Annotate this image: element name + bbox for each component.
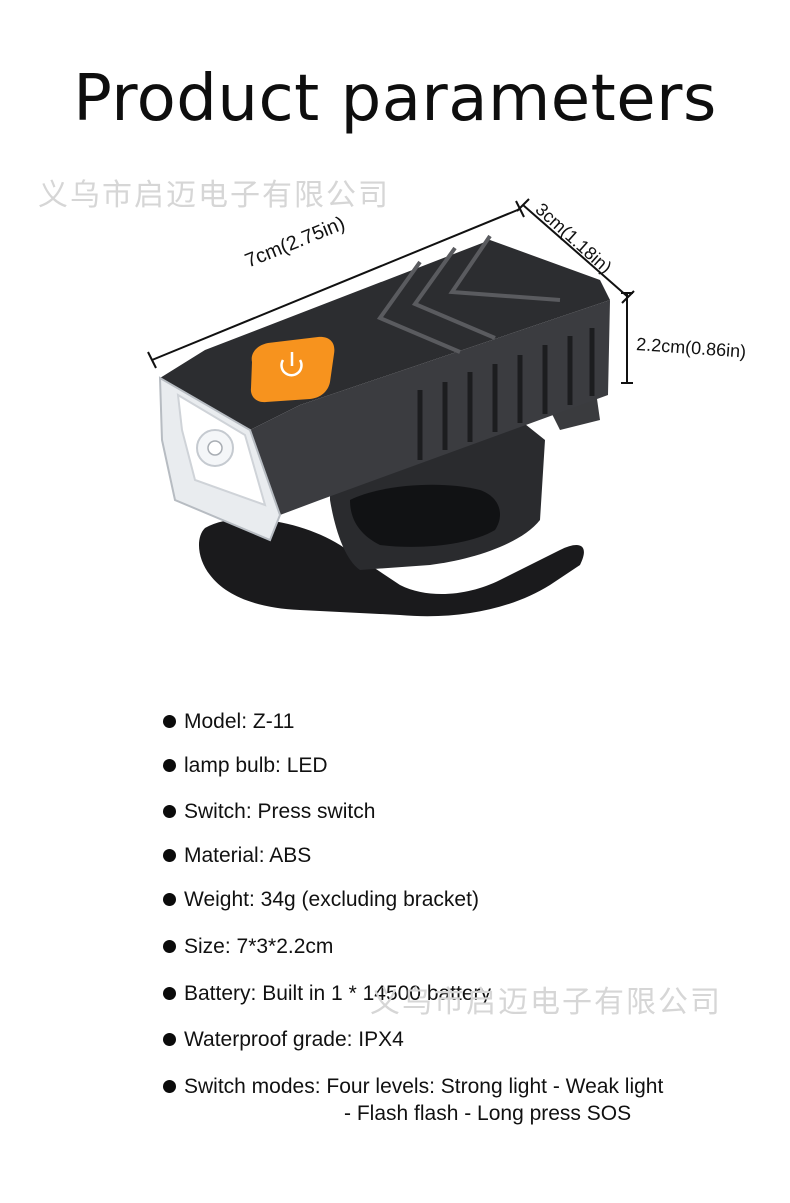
list-item: Switch: Press switch bbox=[163, 798, 375, 825]
spec-weight: Weight: 34g (excluding bracket) bbox=[184, 888, 479, 911]
bullet-icon bbox=[163, 987, 176, 1000]
bullet-icon bbox=[163, 805, 176, 818]
bullet-icon bbox=[163, 715, 176, 728]
spec-bulb: lamp bulb: LED bbox=[184, 754, 328, 777]
product-figure bbox=[147, 198, 635, 617]
page-title: Product parameters bbox=[73, 62, 717, 136]
list-item: lamp bulb: LED bbox=[163, 752, 328, 779]
spec-material: Material: ABS bbox=[184, 844, 312, 867]
spec-battery: Battery: Built in 1 * 14500 battery bbox=[184, 982, 492, 1005]
dimension-line-height bbox=[621, 292, 633, 384]
list-item: Size: 7*3*2.2cm bbox=[163, 933, 333, 960]
list-item: Waterproof grade: IPX4 bbox=[163, 1026, 404, 1053]
bullet-icon bbox=[163, 849, 176, 862]
spec-model: Model: Z-11 bbox=[184, 710, 295, 733]
power-icon bbox=[280, 359, 303, 377]
list-item: Model: Z-11 bbox=[163, 708, 295, 735]
power-button bbox=[250, 336, 335, 403]
light-body bbox=[158, 234, 610, 542]
spec-size: Size: 7*3*2.2cm bbox=[184, 935, 334, 958]
spec-waterproof: Waterproof grade: IPX4 bbox=[184, 1028, 404, 1051]
bullet-icon bbox=[163, 759, 176, 772]
bullet-icon bbox=[163, 893, 176, 906]
bullet-icon bbox=[163, 940, 176, 953]
watermark-top: 义乌市启迈电子有限公司 bbox=[38, 178, 390, 213]
spec-modes: Switch modes: Four levels: Strong light … bbox=[184, 1073, 663, 1127]
spec-modes-line2: - Flash flash - Long press SOS bbox=[344, 1102, 632, 1125]
list-item: Switch modes: Four levels: Strong light … bbox=[163, 1073, 663, 1127]
bullet-icon bbox=[163, 1080, 176, 1093]
spec-modes-line1: Switch modes: Four levels: Strong light … bbox=[184, 1075, 664, 1098]
spec-switch: Switch: Press switch bbox=[184, 800, 376, 823]
list-item: Battery: Built in 1 * 14500 battery bbox=[163, 980, 491, 1007]
watermark-bottom: 义乌市启迈电子有限公司 bbox=[370, 985, 722, 1020]
list-item: Material: ABS bbox=[163, 842, 311, 869]
list-item: Weight: 34g (excluding bracket) bbox=[163, 886, 479, 913]
bullet-icon bbox=[163, 1033, 176, 1046]
